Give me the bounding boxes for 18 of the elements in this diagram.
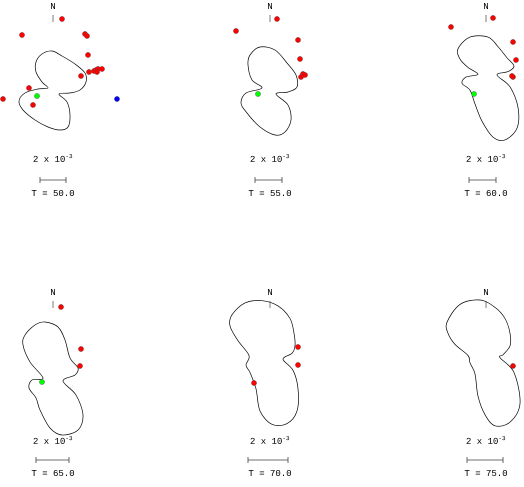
time-label: T = 70.0 <box>248 470 292 476</box>
time-label: T = 65.0 <box>32 470 74 476</box>
north-label: N <box>484 3 488 9</box>
scale-label: 2 x 10$^{-3}$ <box>34 154 72 162</box>
time-label: T = 75.0 <box>464 470 508 476</box>
scale-label: 2 x 10$^{-3}$ <box>250 154 290 162</box>
scale-label: 2 x 10$^{-3}$ <box>250 436 290 444</box>
north-label: N <box>268 3 272 9</box>
north-label: N <box>484 289 488 295</box>
north-label: N <box>268 289 272 295</box>
north-label: N <box>51 3 55 9</box>
scale-label: 2 x 10$^{-3}$ <box>34 436 72 444</box>
north-label: N <box>51 289 55 295</box>
time-label: T = 60.0 <box>464 190 508 196</box>
scale-label: 2 x 10$^{-3}$ <box>466 436 506 444</box>
time-label: T = 50.0 <box>32 190 74 196</box>
scale-label: 2 x 10$^{-3}$ <box>466 154 506 162</box>
time-label: T = 55.0 <box>248 190 292 196</box>
